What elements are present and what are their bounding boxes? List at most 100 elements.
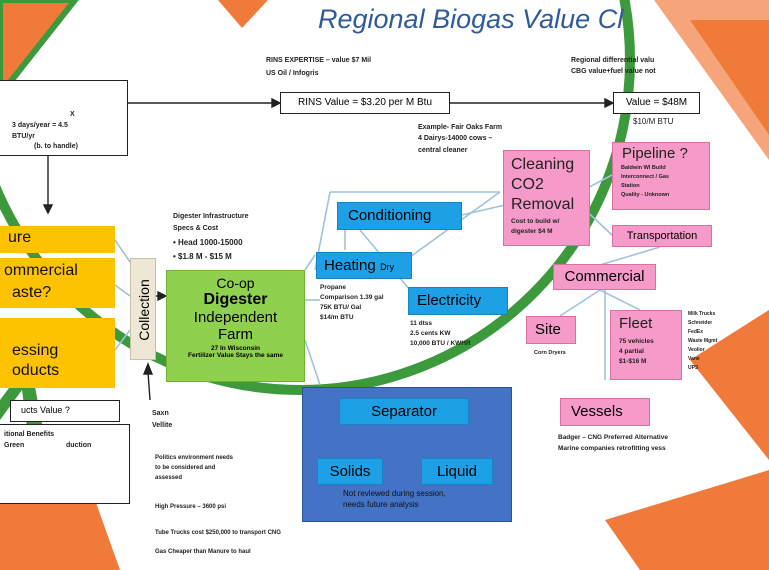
digester-line2: Digester xyxy=(203,291,268,308)
commercial-label: Commercial xyxy=(564,268,645,285)
fleet-side-item: Vane xyxy=(688,356,700,362)
regional-value-box: Value = $48M xyxy=(613,92,700,114)
input-box-manure: ure xyxy=(0,226,115,253)
rins-partners-note: US Oil / Infogris xyxy=(266,70,319,77)
separator-note-line2: needs future analysis xyxy=(343,500,419,509)
vessels-note-line1: Badger – CNG Preferred Alternative xyxy=(558,434,668,441)
separator-box: Separator xyxy=(339,398,469,425)
propane-line3: 75K BTU/ Gal xyxy=(320,304,362,311)
infrastructure-line4: • $1.8 M - $15 M xyxy=(173,252,232,261)
bottom-note: High Pressure – 3600 psi xyxy=(155,504,227,510)
digester-note1: 27 In Wisconsin xyxy=(210,345,261,352)
electricity-line1: 11 dtss xyxy=(410,320,433,327)
heating-suffix: Dry xyxy=(380,262,395,272)
products-value-box: ucts Value ? xyxy=(10,400,120,422)
regional-value-label: Value = $48M xyxy=(625,97,688,108)
input-label: aste? xyxy=(12,284,52,301)
conditioning-box: Conditioning xyxy=(337,202,462,230)
input-box-processing: essing oducts xyxy=(0,318,115,388)
collection-box: Collection xyxy=(130,258,156,360)
digester-line4: Farm xyxy=(218,326,253,343)
solids-label: Solids xyxy=(329,463,371,480)
transportation-box: Transportation xyxy=(612,225,712,247)
left-note-line2: 3 days/year = 4.5 xyxy=(12,122,68,129)
propane-line1: Propane xyxy=(320,284,347,291)
example-line2: 4 Dairys-14000 cows – xyxy=(418,135,493,142)
digester-line3: Independent xyxy=(193,309,278,326)
fleet-line1: 75 vehicles xyxy=(619,338,654,345)
saxn-line2: Vellite xyxy=(152,422,173,429)
propane-line2: Comparison 1.39 gal xyxy=(320,294,384,301)
input-label: oducts xyxy=(12,362,60,379)
infrastructure-line2: Specs & Cost xyxy=(173,225,219,232)
digester-note2: Fertilizer Value Stays the same xyxy=(187,352,284,359)
left-note-line3: BTU/yr xyxy=(12,133,35,140)
digester-line1: Co-op xyxy=(216,275,255,291)
conditioning-label: Conditioning xyxy=(348,207,432,224)
infrastructure-line1: Digester Infrastructure xyxy=(173,213,249,220)
fleet-line2: 4 partial xyxy=(619,348,644,355)
input-label: essing xyxy=(12,342,59,359)
bottom-note: Politics environment needs xyxy=(155,455,234,461)
fleet-line3: $1-$16 M xyxy=(619,358,647,365)
electricity-line2: 2.5 cents KW xyxy=(410,330,451,337)
electricity-label: Electricity xyxy=(417,292,482,309)
rins-expertise-note: RINS EXPERTISE – value $7 Mil xyxy=(266,57,372,64)
cleaning-line2: CO2 xyxy=(511,176,544,193)
benefits-box: itional Benefits Green duction xyxy=(0,424,130,504)
left-note-line1: X xyxy=(70,111,75,118)
heating-box: Heating Dry xyxy=(316,252,412,279)
bottom-note: Tube Trucks cost $250,000 to transport C… xyxy=(155,530,281,536)
heating-label: Heating xyxy=(324,257,376,274)
separator-area: Separator Solids Liquid Not reviewed dur… xyxy=(302,387,512,522)
input-box-commercial: ommercial aste? xyxy=(0,258,115,308)
digester-box: Co-op Digester Independent Farm 27 In Wi… xyxy=(166,270,305,382)
input-label: ure xyxy=(8,229,32,246)
solids-box: Solids xyxy=(317,458,383,485)
liquid-box: Liquid xyxy=(421,458,493,485)
pipeline-label: Pipeline ? xyxy=(622,145,688,162)
fleet-side-item: Milk Trucks xyxy=(688,311,716,317)
pipeline-line2: Interconnect / Gas xyxy=(621,174,669,180)
separator-note-line1: Not reviewed during session, xyxy=(343,489,446,498)
rins-value-label: RINS Value = $3.20 per M Btu xyxy=(297,97,433,108)
fleet-box: Fleet 75 vehicles 4 partial $1-$16 M xyxy=(610,310,682,380)
benefits-line2: Green xyxy=(4,442,25,449)
cleaning-box: Cleaning CO2 Removal Cost to build w/ di… xyxy=(503,150,590,246)
input-label: ommercial xyxy=(4,262,78,279)
cleaning-line3: Removal xyxy=(511,196,575,213)
page-title: Regional Biogas Value Cl xyxy=(318,4,624,34)
example-line1: Example- Fair Oaks Farm xyxy=(418,124,503,131)
rins-value-box: RINS Value = $3.20 per M Btu xyxy=(280,92,450,114)
vessels-label: Vessels xyxy=(571,403,623,420)
fleet-side-item: Veolior xyxy=(688,347,705,353)
left-note-box: X 3 days/year = 4.5 BTU/yr (b. to handle… xyxy=(0,80,128,156)
fleet-label: Fleet xyxy=(619,315,653,332)
collection-label: Collection xyxy=(136,279,152,341)
fleet-side-item: Waste Mgmt xyxy=(688,338,718,344)
products-value-label: ucts Value ? xyxy=(21,405,70,415)
commercial-box: Commercial xyxy=(553,264,656,290)
pipeline-line4: Quality - Unknown xyxy=(621,192,670,198)
benefits-line3: duction xyxy=(66,442,92,449)
bottom-note: to be considered and xyxy=(155,465,216,471)
regional-note-line2: CBG value+fuel value not xyxy=(571,68,656,75)
cleaning-cost-line1: Cost to build w/ xyxy=(511,218,560,225)
infrastructure-line3: • Head 1000-15000 xyxy=(173,238,243,247)
bottom-note: Gas Cheaper than Manure to haul xyxy=(155,549,251,555)
electricity-line3: 10,000 BTU / KWHR xyxy=(410,340,471,347)
cleaning-cost-line2: digester $4 M xyxy=(511,228,553,235)
example-line3: central cleaner xyxy=(418,147,468,154)
pipeline-line1: Baldwin WI Build xyxy=(621,165,666,171)
bottom-note: assessed xyxy=(155,475,183,481)
fleet-side-item: UPS xyxy=(688,365,699,371)
site-box: Site xyxy=(526,316,576,344)
vessels-note-line2: Marine companies retrofitting vess xyxy=(558,445,666,452)
site-note: Corn Dryers xyxy=(534,350,566,356)
transportation-label: Transportation xyxy=(626,230,698,242)
fleet-side-item: FedEx xyxy=(688,329,704,335)
pipeline-line3: Station xyxy=(621,183,640,189)
liquid-label: Liquid xyxy=(436,463,478,480)
separator-label: Separator xyxy=(371,403,437,420)
